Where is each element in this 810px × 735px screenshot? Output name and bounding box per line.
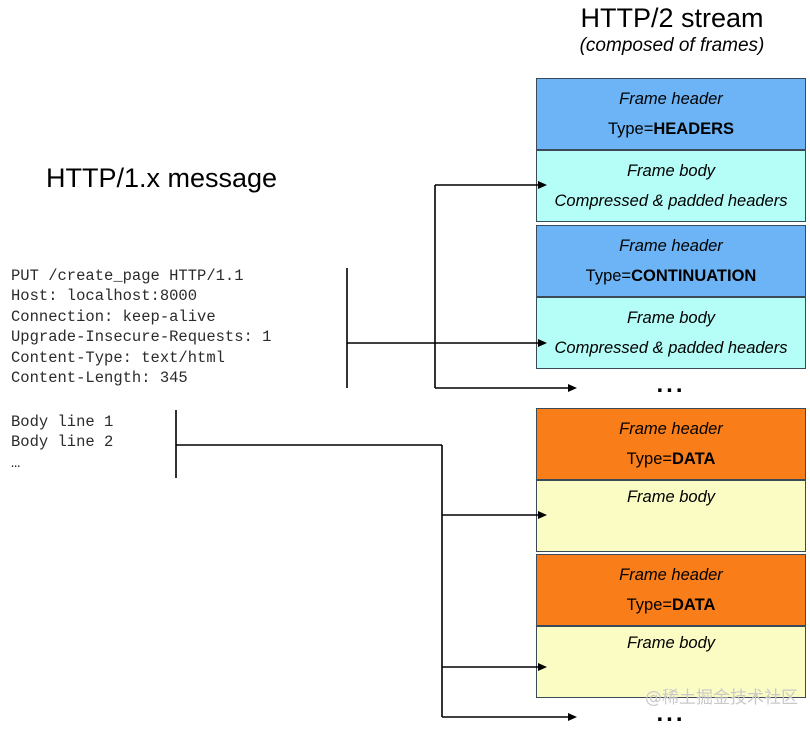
frame-type-value: DATA	[672, 596, 716, 614]
frame-type-prefix: Type=	[585, 267, 632, 285]
watermark-text: @稀土掘金技术社区	[645, 688, 798, 708]
frame-body-data-2: Frame body	[536, 626, 806, 698]
http2-stream-title: HTTP/2 stream (composed of frames)	[536, 2, 808, 58]
headers-connector	[346, 181, 577, 392]
frame-type-line: Type=CONTINUATION	[537, 266, 805, 286]
frame-header-label: Frame header	[619, 420, 723, 438]
http1-body-text: Body line 1 Body line 2 …	[11, 413, 114, 472]
body-connector	[175, 410, 577, 721]
frame-type-prefix: Type=	[607, 120, 654, 138]
frame-type-value: CONTINUATION	[631, 267, 757, 285]
http1-headers-text: PUT /create_page HTTP/1.1 Host: localhos…	[11, 267, 272, 388]
frame-header-data-2: Frame header Type=DATA	[536, 554, 806, 626]
frame-type-line: Type=DATA	[537, 449, 805, 469]
frame-body-label: Frame body	[626, 634, 716, 652]
frame-body-continuation: Frame body Compressed & padded headers	[536, 297, 806, 369]
frame-header-continuation: Frame header Type=CONTINUATION	[536, 225, 806, 297]
frame-type-prefix: Type=	[626, 596, 673, 614]
headers-group-ellipsis: ...	[656, 371, 686, 398]
frame-type-line: Type=DATA	[537, 595, 805, 615]
frame-header-label: Frame header	[619, 237, 723, 255]
frame-body-headers: Frame body Compressed & padded headers	[536, 150, 806, 222]
frame-body-sub: Compressed & padded headers	[554, 339, 788, 357]
frame-body-sub: Compressed & padded headers	[554, 192, 788, 210]
frame-type-value: HEADERS	[653, 120, 735, 138]
http2-stream-title-sub: (composed of frames)	[579, 35, 765, 56]
frame-header-label: Frame header	[619, 566, 723, 584]
frame-type-prefix: Type=	[626, 450, 673, 468]
frame-header-data-1: Frame header Type=DATA	[536, 408, 806, 480]
frame-header-label: Frame header	[619, 90, 723, 108]
http2-stream-title-main: HTTP/2 stream	[580, 3, 764, 33]
frame-body-data-1: Frame body	[536, 480, 806, 552]
frame-header-headers: Frame header Type=HEADERS	[536, 78, 806, 150]
frame-body-label: Frame body	[626, 309, 716, 327]
http1-message-title: HTTP/1.x message	[46, 163, 278, 193]
frame-body-label: Frame body	[626, 488, 716, 506]
frame-body-label: Frame body	[626, 162, 716, 180]
data-group-ellipsis: ...	[656, 700, 686, 727]
frame-type-value: DATA	[672, 450, 716, 468]
frame-type-line: Type=HEADERS	[537, 119, 805, 139]
